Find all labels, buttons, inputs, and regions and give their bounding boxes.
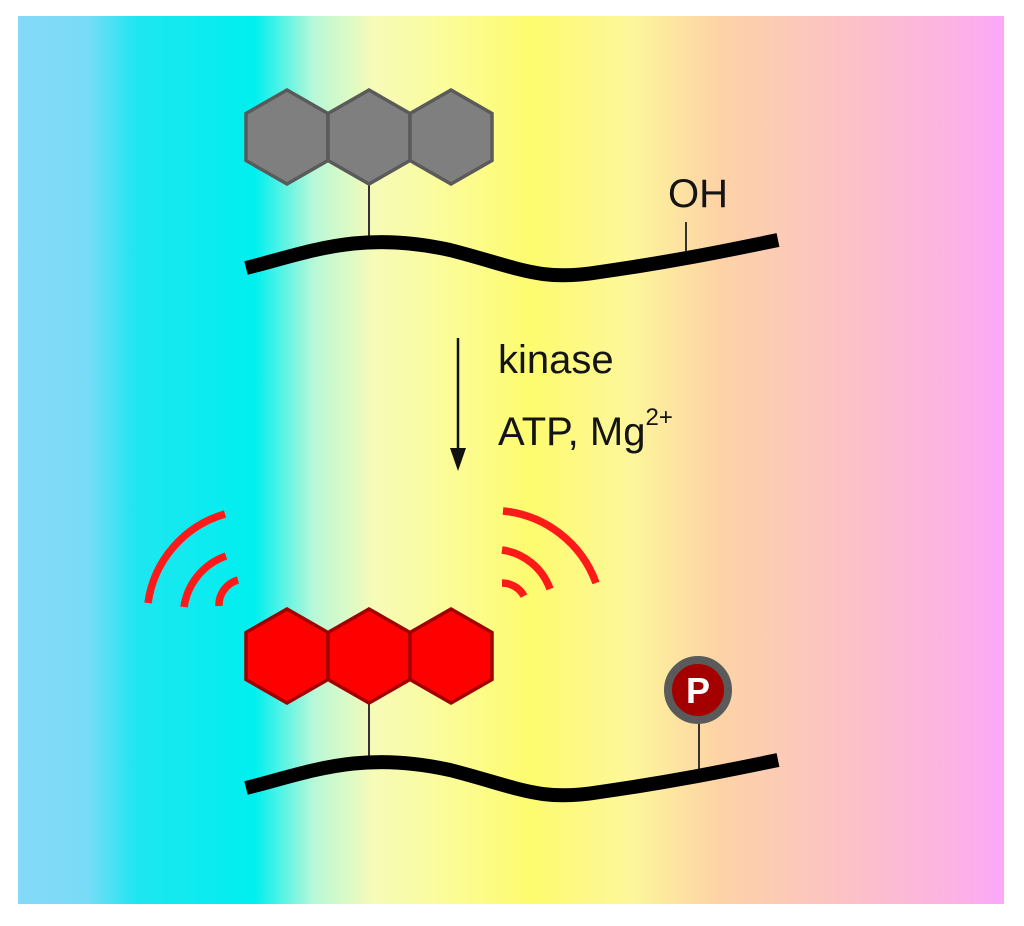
fluorophore-quenched-icon [244, 88, 494, 186]
phosphate-badge-icon: P [664, 656, 732, 724]
substrate-phosphorylated: P [144, 507, 780, 803]
phosphate-label: P [686, 670, 710, 711]
signal-waves-left-icon [144, 510, 240, 608]
peptide-backbone-bottom [244, 753, 780, 803]
charge-superscript: 2+ [645, 404, 673, 431]
signal-waves-right-icon [501, 507, 600, 599]
cofactors-label: ATP, Mg2+ [498, 404, 673, 455]
enzyme-label: kinase [498, 338, 614, 382]
cofactors-text: ATP, Mg [498, 410, 646, 454]
peptide-backbone-top [244, 233, 780, 283]
background-panel [18, 16, 1004, 904]
fluorophore-emitting-icon [244, 607, 494, 705]
substrate-unphosphorylated [244, 88, 780, 283]
down-arrow-icon [450, 338, 466, 471]
hydroxyl-label: OH [668, 172, 728, 216]
